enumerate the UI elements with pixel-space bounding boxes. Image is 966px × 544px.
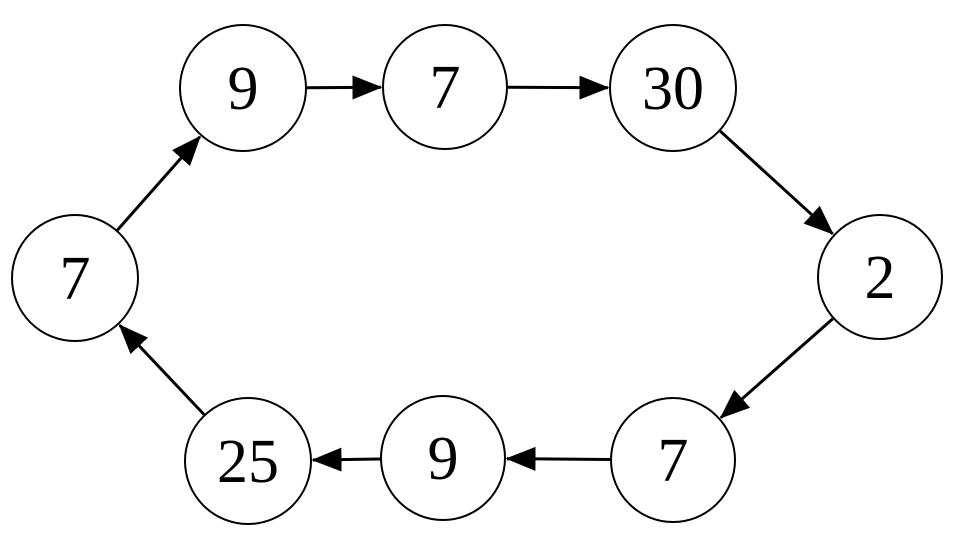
node-circle [380, 395, 506, 521]
graph-node-7: 7 [11, 214, 139, 342]
node-label: 7 [60, 245, 91, 313]
node-circle [184, 397, 312, 525]
node-label: 25 [217, 428, 279, 496]
node-label: 2 [865, 244, 896, 312]
edge-arrow-6 [311, 447, 381, 472]
node-circle [382, 24, 508, 150]
node-label: 9 [228, 55, 259, 123]
edges-layer [116, 75, 834, 472]
edge-arrow-5 [505, 446, 611, 471]
nodes-layer: 9 7 30 2 7 9 25 7 [11, 24, 943, 525]
graph-node-4: 7 [610, 397, 736, 523]
graph-node-2: 30 [609, 24, 737, 152]
node-circle [609, 24, 737, 152]
edge-arrow-3 [719, 130, 834, 235]
node-label: 7 [658, 427, 689, 495]
node-label: 30 [642, 55, 704, 123]
edge-arrow-0 [116, 135, 202, 232]
graph-node-1: 7 [382, 24, 508, 150]
graph-node-3: 2 [817, 214, 943, 340]
node-circle [817, 214, 943, 340]
node-circle [610, 397, 736, 523]
graph-node-5: 9 [380, 395, 506, 521]
graph-node-0: 9 [179, 24, 307, 152]
node-label: 9 [428, 425, 459, 493]
graph-node-6: 25 [184, 397, 312, 525]
edge-arrow-7 [118, 324, 206, 416]
edge-arrow-4 [719, 317, 834, 419]
node-circle [179, 24, 307, 152]
node-label: 7 [430, 54, 461, 122]
node-circle [11, 214, 139, 342]
